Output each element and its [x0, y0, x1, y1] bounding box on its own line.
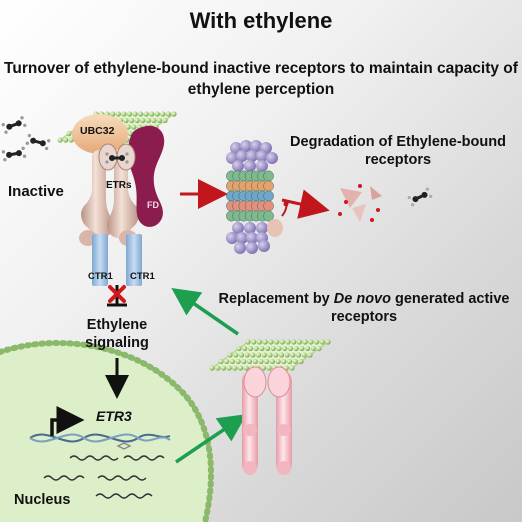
mrna-transcripts — [43, 442, 165, 499]
ubc32-label: UBC32 — [80, 125, 115, 137]
etr3-gene — [29, 406, 171, 443]
proteasome — [226, 140, 278, 254]
free-ethylene-icon — [407, 187, 433, 207]
ctr1-left — [92, 234, 108, 286]
ctr1-right-label: CTR1 — [130, 271, 155, 282]
active-receptors — [242, 366, 292, 475]
etrs-label: ETRs — [106, 180, 132, 191]
inhibition-marker — [107, 285, 127, 307]
fd-protein — [127, 125, 165, 227]
ethylene-molecules-group — [1, 116, 51, 162]
etr-receptor-left — [81, 150, 113, 238]
replacement-suffix: generated active receptors — [330, 291, 510, 325]
ubiquitin-tag-icon — [267, 201, 289, 237]
red-x-icon — [108, 285, 126, 303]
degraded-fragments-icon — [338, 184, 382, 222]
nucleus-compartment — [0, 340, 214, 522]
replacement-italic: De novo — [333, 291, 391, 307]
inactive-label: Inactive — [8, 183, 64, 200]
arrow-replacement — [171, 288, 239, 336]
replacement-label: Replacement by De novo generated active … — [208, 290, 520, 326]
diagram-title: With ethylene — [189, 8, 333, 33]
ethylene-signaling-label: Ethylene signaling — [85, 317, 149, 351]
arrow-nucleus-to-membrane — [175, 414, 247, 464]
transcription-start-arrow — [50, 406, 85, 436]
ubc32-protein — [72, 114, 128, 154]
diagram-subtitle: Turnover of ethylene-bound inactive rece… — [4, 60, 518, 98]
membrane-lower — [209, 339, 331, 371]
bound-ethylene-icon — [105, 152, 129, 164]
etr-receptor-right — [107, 150, 139, 238]
ctr1-right — [126, 234, 142, 286]
replacement-prefix: Replacement by — [218, 291, 334, 307]
etr3-label: ETR3 — [96, 408, 132, 424]
ctr1-left-label: CTR1 — [88, 271, 113, 282]
inactive-receptor-complex — [72, 114, 165, 286]
degradation-label: Degradation of Ethylene-bound receptors — [290, 134, 506, 168]
arrow-to-degradation — [281, 189, 330, 219]
fd-label: FD — [147, 200, 159, 210]
nucleus-label: Nucleus — [14, 492, 71, 508]
